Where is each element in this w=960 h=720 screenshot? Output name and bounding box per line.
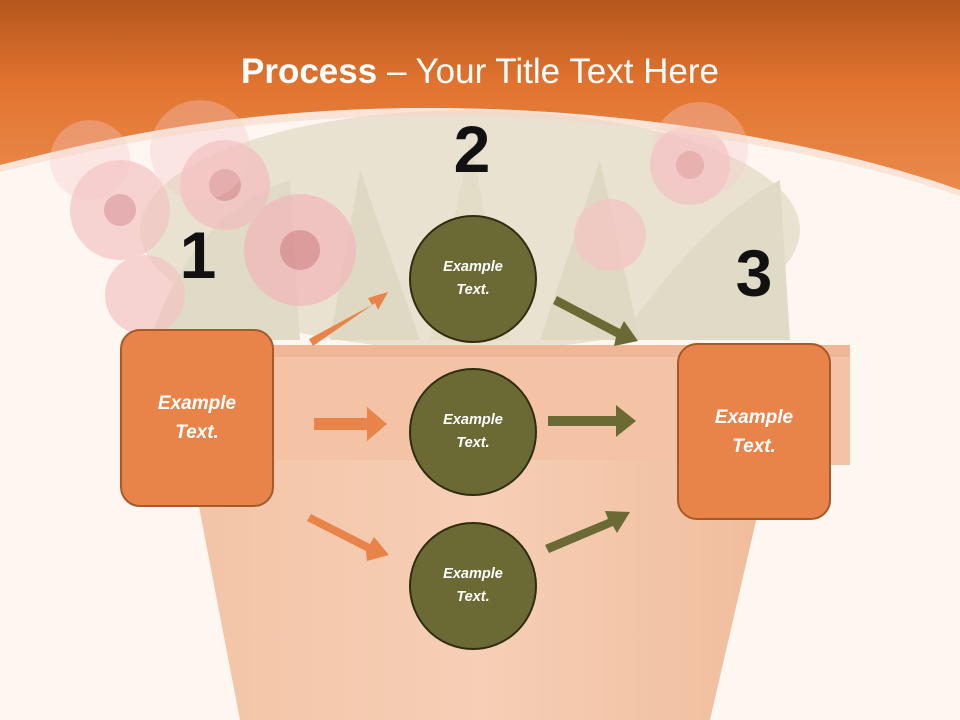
orange-arrow-down bbox=[307, 514, 389, 561]
circle-middle: Example Text. bbox=[409, 368, 537, 496]
orange-arrow-up bbox=[309, 292, 388, 346]
step-number-3: 3 bbox=[735, 236, 773, 310]
title-rest: – Your Title Text Here bbox=[377, 52, 719, 91]
circle-bottom-text: Example Text. bbox=[443, 566, 503, 605]
circle-middle-text: Example Text. bbox=[443, 412, 503, 451]
arrow-group bbox=[307, 292, 638, 561]
olive-arrow-up bbox=[545, 511, 630, 553]
step-number-2: 2 bbox=[453, 112, 491, 186]
slide-title: Process – Your Title Text Here bbox=[0, 52, 960, 92]
olive-arrow-down bbox=[553, 296, 638, 346]
orange-arrow-right bbox=[314, 407, 387, 441]
circle-bottom: Example Text. bbox=[409, 522, 537, 650]
step-number-1: 1 bbox=[179, 218, 217, 292]
step-1-box: Example Text. bbox=[120, 329, 274, 507]
step-3-box: Example Text. bbox=[677, 343, 831, 520]
circle-top-text: Example Text. bbox=[443, 259, 503, 298]
step-1-text: Example Text. bbox=[157, 393, 237, 443]
circle-top: Example Text. bbox=[409, 215, 537, 343]
title-bold: Process bbox=[241, 52, 378, 91]
olive-arrow-right bbox=[548, 405, 636, 437]
step-3-text: Example Text. bbox=[714, 406, 794, 457]
